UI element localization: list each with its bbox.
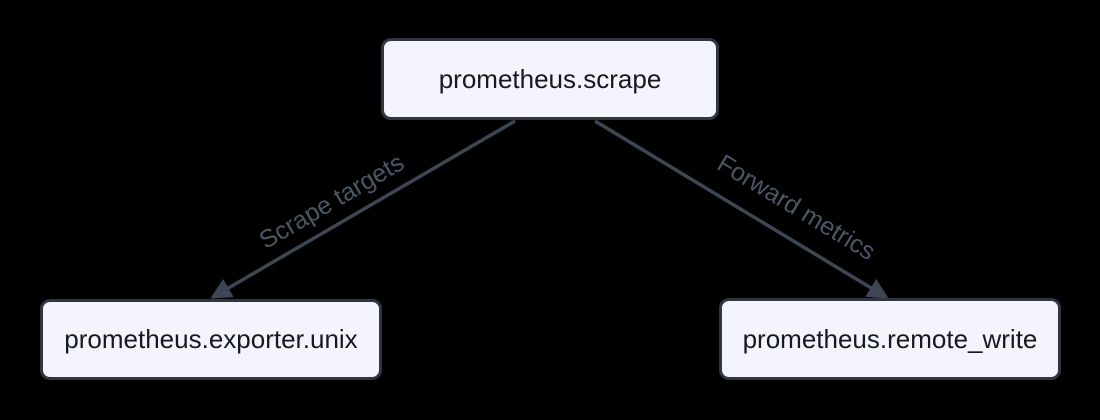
edge-forward-metrics-line xyxy=(594,119,889,299)
node-prometheus-exporter-unix-label: prometheus.exporter.unix xyxy=(64,324,358,354)
node-prometheus-scrape: prometheus.scrape xyxy=(381,38,719,120)
node-prometheus-remote-write: prometheus.remote_write xyxy=(719,298,1061,380)
node-prometheus-exporter-unix: prometheus.exporter.unix xyxy=(40,299,382,380)
node-prometheus-scrape-label: prometheus.scrape xyxy=(438,63,662,94)
node-prometheus-remote-write-label: prometheus.remote_write xyxy=(742,323,1038,354)
edge-scrape-targets-line xyxy=(210,119,516,299)
